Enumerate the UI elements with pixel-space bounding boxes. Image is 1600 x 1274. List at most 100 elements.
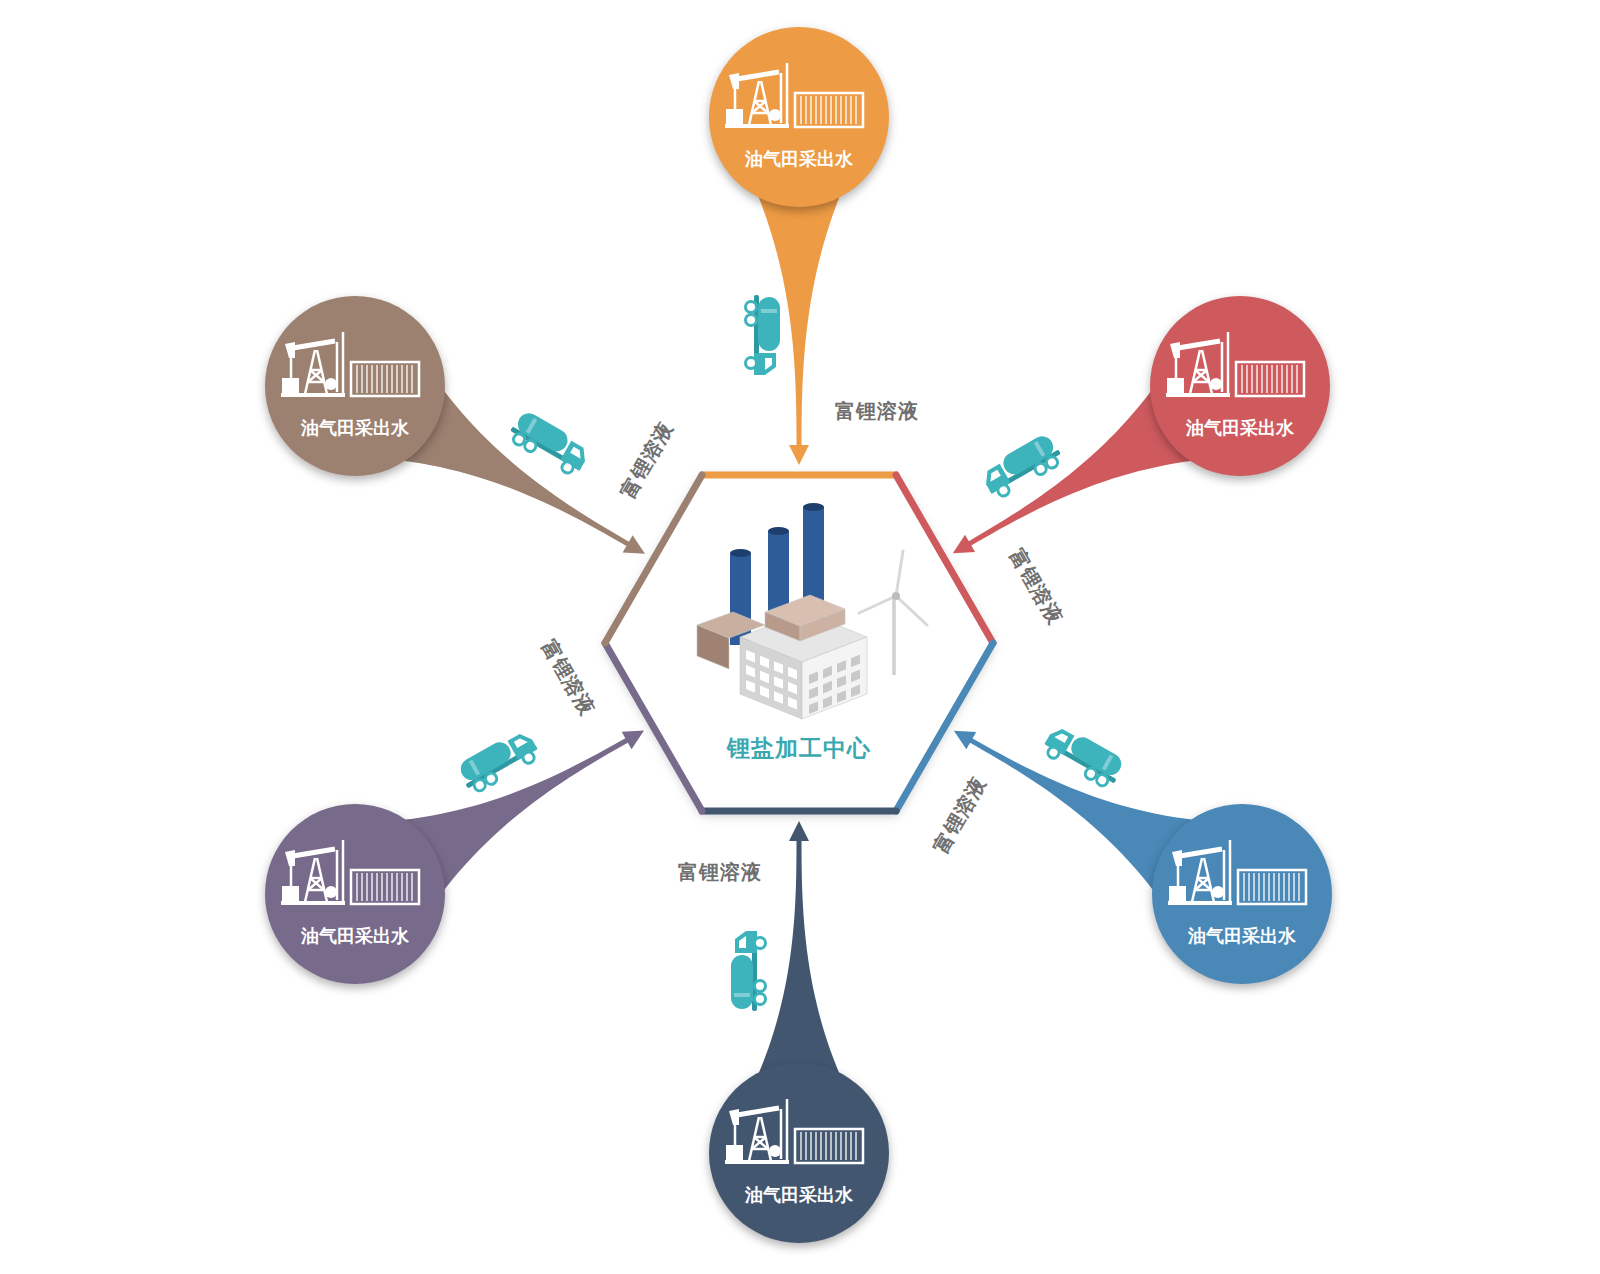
source-label: 油气田采出水 bbox=[1188, 924, 1296, 948]
chimney-top bbox=[768, 527, 789, 535]
oilfield-icon bbox=[725, 1099, 863, 1164]
hexagon-side bbox=[702, 808, 896, 815]
container-rib bbox=[386, 873, 387, 901]
pump-strut bbox=[752, 101, 766, 113]
source-label: 油气田采出水 bbox=[301, 924, 409, 948]
walking-beam bbox=[737, 72, 779, 79]
container-rib bbox=[376, 365, 377, 393]
container-rib bbox=[406, 873, 407, 901]
pump-strut bbox=[754, 1137, 768, 1149]
container-rib bbox=[845, 1132, 846, 1160]
pump-strut bbox=[308, 878, 322, 890]
factory-window bbox=[774, 676, 783, 689]
pump-strut bbox=[310, 370, 324, 382]
container-rib bbox=[805, 1132, 806, 1160]
container-rib bbox=[366, 365, 367, 393]
pump-strut bbox=[752, 1137, 766, 1149]
container-rib bbox=[1248, 873, 1249, 901]
chimney-top bbox=[803, 503, 824, 511]
container-rib bbox=[411, 365, 412, 393]
container-rib bbox=[371, 873, 372, 901]
container-rib bbox=[840, 1132, 841, 1160]
factory-window bbox=[837, 690, 846, 703]
source-disc bbox=[1152, 804, 1332, 984]
pump-strut bbox=[1195, 370, 1209, 382]
source-circle: 油气田采出水 bbox=[265, 296, 445, 476]
source-disc bbox=[709, 27, 889, 207]
edge-label: 富锂溶液 bbox=[926, 769, 994, 860]
container-rib bbox=[800, 1132, 801, 1160]
horse-head bbox=[1170, 342, 1180, 358]
pump-strut bbox=[786, 1099, 789, 1161]
pump-strut bbox=[290, 866, 293, 886]
source-circle: 油气田采出水 bbox=[709, 27, 889, 207]
container-rib bbox=[845, 96, 846, 124]
container-rib bbox=[391, 873, 392, 901]
arrow-head bbox=[789, 445, 809, 465]
flow-arrow bbox=[755, 821, 844, 1083]
container-rib bbox=[830, 1132, 831, 1160]
walking-beam bbox=[293, 341, 335, 348]
pump-strut bbox=[1229, 840, 1232, 902]
edge-label: 富锂溶液 bbox=[534, 632, 602, 723]
container-rib bbox=[1253, 873, 1254, 901]
container-rib bbox=[830, 96, 831, 124]
container-rib bbox=[1266, 365, 1267, 393]
factory-window bbox=[746, 680, 755, 693]
factory-block bbox=[765, 612, 800, 641]
container-rib bbox=[1286, 365, 1287, 393]
container-rib bbox=[850, 1132, 851, 1160]
container-rib bbox=[381, 365, 382, 393]
factory-window bbox=[823, 696, 832, 709]
arrow-head bbox=[622, 731, 644, 750]
walking-beam bbox=[1178, 341, 1220, 348]
edge-label: 富锂溶液 bbox=[613, 414, 681, 505]
container-rib bbox=[386, 365, 387, 393]
factory-window bbox=[774, 691, 783, 704]
container-rib bbox=[805, 96, 806, 124]
pump-strut bbox=[754, 101, 768, 113]
pump-base bbox=[281, 901, 345, 905]
crank bbox=[769, 1145, 781, 1157]
factory-block bbox=[697, 625, 729, 669]
factory-block bbox=[740, 637, 802, 719]
tanker-truck bbox=[746, 295, 781, 375]
turbine-hub bbox=[892, 592, 900, 600]
container-rib bbox=[1241, 365, 1242, 393]
container-rib bbox=[825, 96, 826, 124]
container-rib bbox=[1258, 873, 1259, 901]
pump-strut bbox=[1193, 370, 1207, 382]
horse-head bbox=[285, 850, 295, 866]
horse-head bbox=[285, 342, 295, 358]
oilfield-icon bbox=[281, 332, 419, 397]
pump-strut bbox=[1175, 358, 1178, 378]
factory-window bbox=[837, 660, 846, 673]
factory-window bbox=[837, 675, 846, 688]
container-rib bbox=[800, 96, 801, 124]
factory-window bbox=[851, 685, 860, 698]
edge-label: 富锂溶液 bbox=[675, 859, 765, 886]
container-rib bbox=[810, 96, 811, 124]
crank bbox=[325, 886, 337, 898]
source-circle: 油气田采出水 bbox=[1152, 804, 1332, 984]
container-rib bbox=[835, 96, 836, 124]
container-rib bbox=[820, 1132, 821, 1160]
container-rib bbox=[371, 365, 372, 393]
container bbox=[795, 93, 863, 127]
crank bbox=[769, 109, 781, 121]
container-rib bbox=[356, 873, 357, 901]
container-rib bbox=[1291, 365, 1292, 393]
turbine-blade bbox=[896, 551, 903, 596]
chimney-top bbox=[730, 549, 751, 557]
hexagon-ground bbox=[605, 475, 993, 811]
pump-strut bbox=[290, 358, 293, 378]
container-rib bbox=[1251, 365, 1252, 393]
container-rib bbox=[361, 873, 362, 901]
container-rib bbox=[1261, 365, 1262, 393]
walking-beam bbox=[293, 849, 335, 856]
pump-strut bbox=[1197, 878, 1211, 890]
arrow-head bbox=[789, 821, 809, 841]
container-rib bbox=[815, 1132, 816, 1160]
factory-window bbox=[788, 697, 797, 710]
